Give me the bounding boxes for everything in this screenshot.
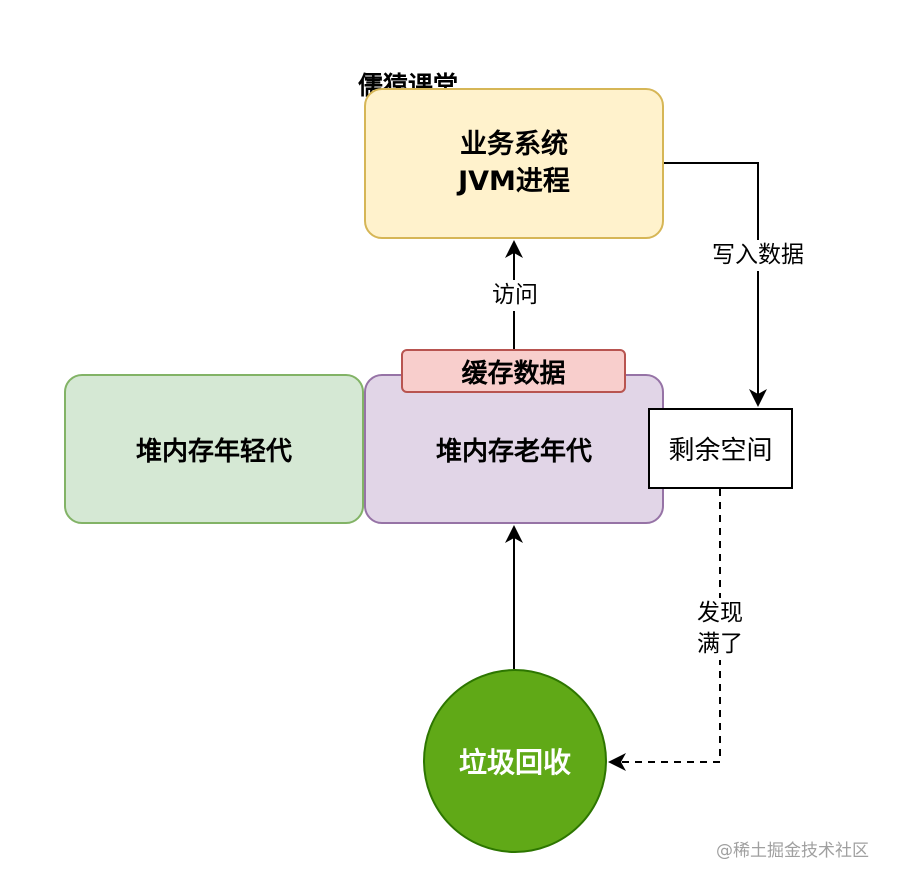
- found-full-label: 发现 满了: [690, 598, 750, 661]
- free-space-node: 剩余空间: [648, 408, 793, 489]
- young-gen-node: 堆内存年轻代: [64, 374, 364, 524]
- jvm-node-line1: 业务系统: [460, 129, 568, 161]
- write-arrowhead: [749, 389, 767, 407]
- jvm-node-line2: JVM进程: [458, 165, 570, 197]
- found-full-arrow: [620, 489, 721, 763]
- write-data-label: 写入数据: [702, 240, 814, 272]
- watermark: @稀土掘金技术社区: [716, 841, 869, 861]
- jvm-process-node: 业务系统 JVM进程: [364, 88, 664, 239]
- write-arrow: [664, 162, 759, 395]
- found-full-arrowhead: [608, 753, 626, 771]
- garbage-collection-node: 垃圾回收: [423, 669, 607, 853]
- gc-to-old-arrowhead: [505, 525, 523, 543]
- found-full-line2: 满了: [697, 631, 743, 658]
- found-full-line1: 发现: [697, 600, 743, 626]
- access-label: 访问: [487, 280, 543, 312]
- cache-data-node: 缓存数据: [401, 349, 626, 393]
- old-gen-node: 堆内存老年代: [364, 374, 664, 524]
- access-arrowhead: [505, 240, 523, 258]
